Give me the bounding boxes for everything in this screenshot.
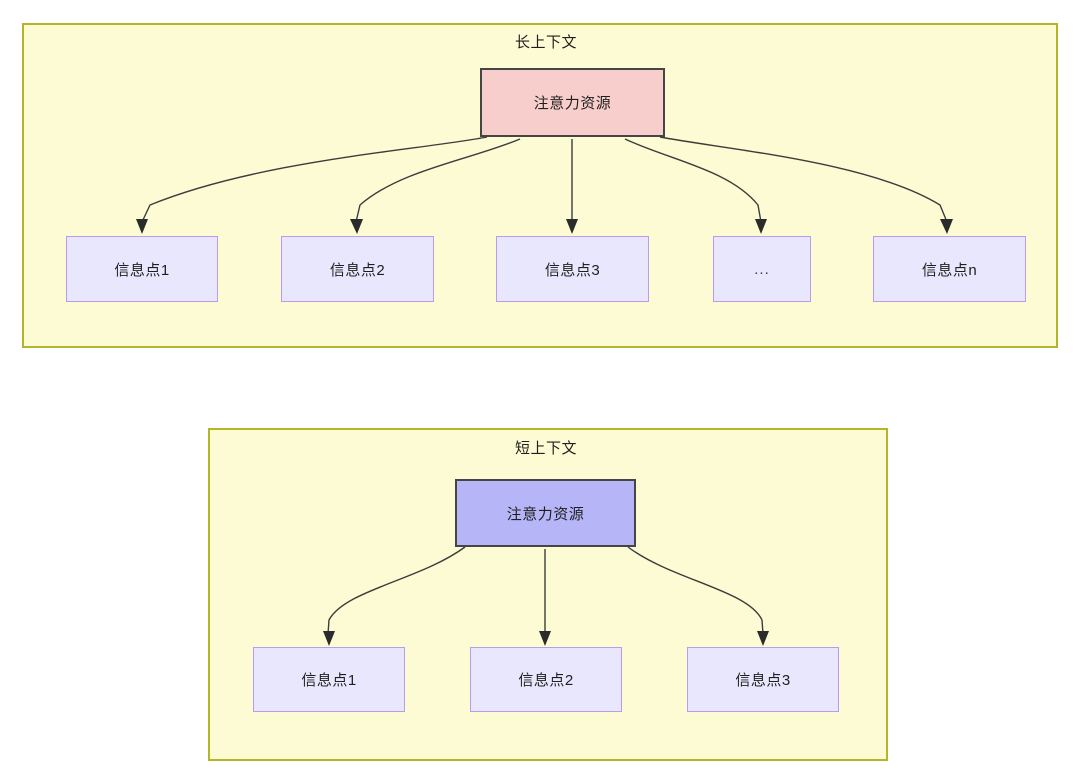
node-info-point-long-3[interactable]: 信息点3 [496,236,649,302]
node-info-point-short-2[interactable]: 信息点2 [470,647,622,712]
node-info-point-short-3[interactable]: 信息点3 [687,647,839,712]
node-info-point-long-ellipsis[interactable]: ... [713,236,811,302]
node-info-point-long-n[interactable]: 信息点n [873,236,1026,302]
node-info-point-long-2[interactable]: 信息点2 [281,236,434,302]
group-long-context-title: 长上下文 [514,34,577,51]
node-attention-resource-long[interactable]: 注意力资源 [480,68,665,137]
node-info-point-long-1[interactable]: 信息点1 [66,236,218,302]
group-short-context-title: 短上下文 [514,440,577,457]
node-info-point-short-1[interactable]: 信息点1 [253,647,405,712]
node-attention-resource-short[interactable]: 注意力资源 [455,479,636,547]
